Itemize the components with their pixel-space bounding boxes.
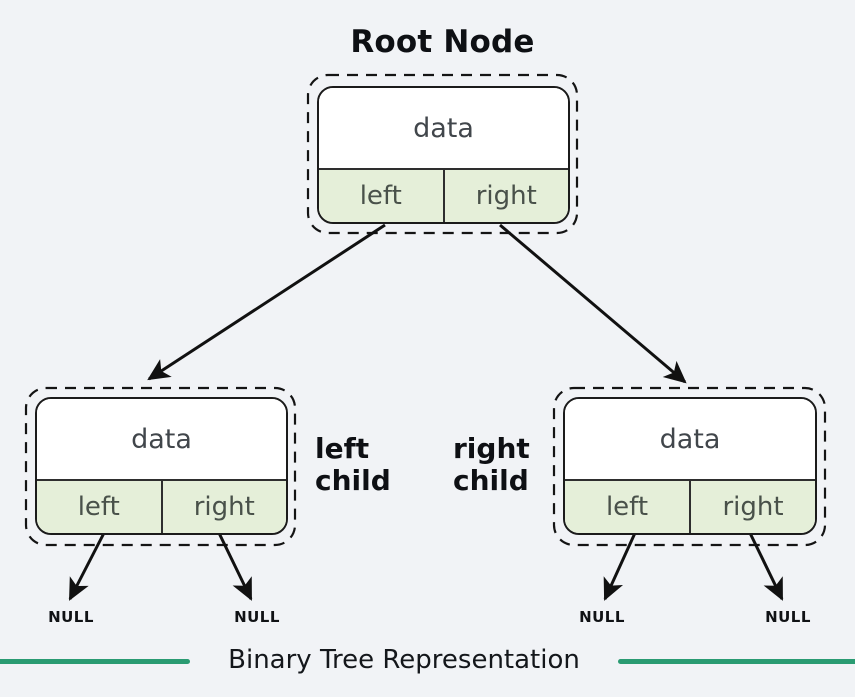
node-left-child-left-pointer: left [37, 481, 163, 533]
arrow-leftchild-left-to-null [68, 532, 106, 601]
arrow-root-to-left-child [147, 223, 386, 381]
node-root: data left right [317, 86, 570, 224]
node-left-child: data left right [35, 397, 288, 535]
node-root-left-pointer: left [319, 170, 445, 222]
arrow-root-to-right-child [499, 223, 687, 384]
node-root-data-cell: data [319, 88, 568, 168]
left-child-label: left child [315, 432, 391, 497]
root-node-dashed-outline [306, 73, 579, 235]
node-root-pointer-row: left right [319, 168, 568, 222]
left-child-dashed-outline [24, 386, 297, 547]
null-label-3: NULL [579, 608, 625, 626]
node-left-child-data-cell: data [37, 399, 286, 479]
node-right-child-data-cell: data [565, 399, 815, 479]
node-right-child-pointer-row: left right [565, 479, 815, 533]
node-root-right-pointer: right [475, 181, 537, 211]
null-label-4: NULL [765, 608, 811, 626]
node-right-child-right-pointer: right [722, 492, 784, 522]
node-right-child-left-pointer: left [565, 481, 691, 533]
caption-accent-line-right [618, 659, 855, 664]
diagram-caption: Binary Tree Representation [228, 645, 580, 675]
null-label-1: NULL [48, 608, 94, 626]
node-left-child-pointer-row: left right [37, 479, 286, 533]
root-node-title: Root Node [350, 24, 535, 60]
node-right-child: data left right [563, 397, 817, 535]
arrow-leftchild-right-to-null [217, 532, 253, 601]
arrow-rightchild-left-to-null [603, 532, 637, 601]
caption-accent-line-left [0, 659, 190, 664]
right-child-dashed-outline [552, 386, 827, 547]
node-left-child-right-pointer: right [193, 492, 255, 522]
arrow-rightchild-right-to-null [748, 532, 784, 601]
null-label-2: NULL [234, 608, 280, 626]
right-child-label: right child [453, 432, 530, 497]
